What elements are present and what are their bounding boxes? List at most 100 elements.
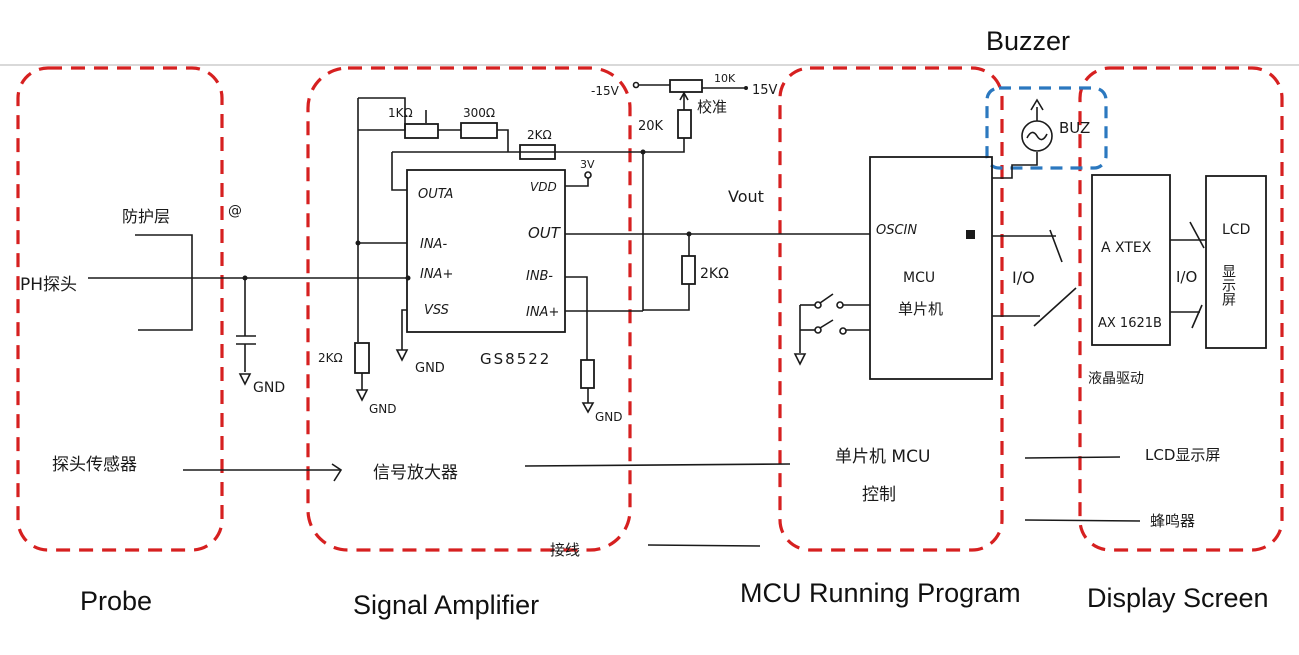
mcu-section-border	[778, 66, 1004, 552]
gnd-label: GND	[369, 402, 397, 416]
outa-wire	[391, 152, 407, 191]
driver-name-2: AX 1621B	[1098, 316, 1162, 331]
buzzer-label: BUZ	[1059, 119, 1090, 137]
wire	[640, 138, 685, 153]
scribble-mark: @	[228, 203, 242, 219]
display-title: Display Screen	[1087, 583, 1269, 613]
flow-mcu-label-1: 单片机 MCU	[835, 447, 930, 467]
pot-label: 1KΩ	[388, 106, 413, 120]
junction-dot	[405, 275, 411, 281]
load-resistor-label: 2KΩ	[700, 266, 729, 282]
resistor-20k-label: 20K	[638, 119, 664, 134]
ground-icon	[395, 349, 409, 362]
buzzer-wave-icon	[1026, 131, 1048, 141]
vdd-wire	[565, 178, 589, 187]
driver-name-1: A XTEX	[1101, 240, 1152, 256]
wire	[643, 284, 690, 311]
flow-display-label: LCD显示屏	[1145, 446, 1220, 464]
gnd-label: GND	[253, 380, 285, 396]
buzzer-wire	[992, 152, 1038, 179]
resistor-2k-top	[519, 144, 556, 160]
inb-wire	[565, 276, 588, 360]
wiper-arrow-icon	[679, 91, 689, 101]
resistor-load-2k	[681, 255, 696, 285]
flow-mcu-label-2: 控制	[862, 485, 896, 505]
resistor-300-label: 300Ω	[463, 106, 495, 120]
flow-buzzer-label: 蜂鸣器	[1150, 512, 1195, 530]
amplifier-section-border	[306, 66, 632, 552]
amplifier-title: Signal Amplifier	[353, 590, 540, 620]
pin-outa: OUTA	[418, 187, 453, 202]
ground-icon	[581, 402, 595, 414]
pot-value-label: 10K	[714, 72, 736, 85]
mcu-title: MCU Running Program	[740, 578, 1021, 608]
calibration-pot-10k	[669, 79, 703, 93]
switch-contact	[836, 301, 844, 309]
probe-section-border	[16, 66, 224, 552]
arrow-head-icon	[331, 463, 343, 482]
resistor-2k-left	[354, 342, 370, 374]
pin-marker	[966, 230, 975, 239]
junction-dot	[355, 240, 361, 246]
buzzer-arrow-icon	[1030, 98, 1044, 111]
resistor-2k-left-label: 2KΩ	[318, 351, 343, 365]
flow-line	[1024, 519, 1141, 522]
flow-line	[647, 544, 761, 547]
supply-terminal	[632, 81, 640, 89]
chip-name: GS8522	[480, 350, 551, 368]
gs8522-chip	[406, 169, 566, 333]
feedback-wire	[358, 97, 406, 131]
mcu-chip-name-cn: 单片机	[898, 300, 943, 318]
flow-line	[1024, 456, 1121, 459]
top-divider	[0, 64, 1299, 66]
probe-title: Probe	[80, 586, 153, 616]
resistor-2k-top-label: 2KΩ	[527, 128, 552, 142]
ph-probe-label: PH探头	[20, 275, 77, 295]
flow-probe-label: 探头传感器	[52, 455, 137, 475]
pin-ina-plus: INA+	[420, 267, 453, 282]
display-io-label: I/O	[1176, 268, 1197, 286]
pin-out: OUT	[528, 224, 562, 242]
wire	[497, 129, 509, 152]
mcu-chip-name: MCU	[903, 270, 935, 286]
pin-vss: VSS	[424, 303, 449, 318]
pin-vdd: VDD	[530, 180, 557, 194]
mcu-chip	[869, 156, 993, 380]
lcd-display	[1205, 175, 1267, 349]
gnd-label: GND	[595, 410, 623, 424]
switch-contact	[814, 301, 822, 309]
vdd-voltage: 3V	[580, 158, 595, 171]
buzzer-section-border	[985, 86, 1108, 170]
io-break	[1189, 221, 1205, 249]
supply-terminal	[584, 171, 592, 179]
potentiometer-1k	[404, 123, 439, 139]
pin-ina-minus: INA-	[420, 237, 447, 252]
calibration-label: 校准	[697, 98, 727, 116]
shield-label: 防护层	[122, 207, 170, 226]
display-section-border	[1078, 66, 1284, 552]
vout-label: Vout	[728, 187, 764, 206]
shield-bracket	[135, 234, 193, 331]
push-switch-2	[819, 319, 834, 329]
supply-terminal	[744, 86, 748, 90]
switch-contact	[814, 326, 822, 334]
ground-icon	[793, 353, 807, 366]
flow-line	[524, 463, 791, 467]
push-switch-1	[819, 293, 834, 304]
lcd-label: LCD	[1222, 222, 1250, 238]
driver-caption: 液晶驱动	[1088, 371, 1144, 387]
switch-contact	[839, 327, 847, 335]
io-break	[1049, 229, 1063, 263]
resistor-300	[460, 122, 498, 139]
flow-amplifier-label: 信号放大器	[373, 463, 458, 483]
lcd-driver-chip	[1091, 174, 1171, 346]
resistor-inb	[580, 359, 595, 389]
neg-supply-label: -15V	[591, 84, 620, 98]
ground-icon	[355, 389, 369, 402]
vss-wire	[401, 309, 407, 350]
lcd-label-cn: 显示屏	[1220, 264, 1236, 306]
io-break	[1191, 304, 1203, 329]
junction-dot	[640, 149, 646, 155]
io-break	[1033, 287, 1077, 327]
